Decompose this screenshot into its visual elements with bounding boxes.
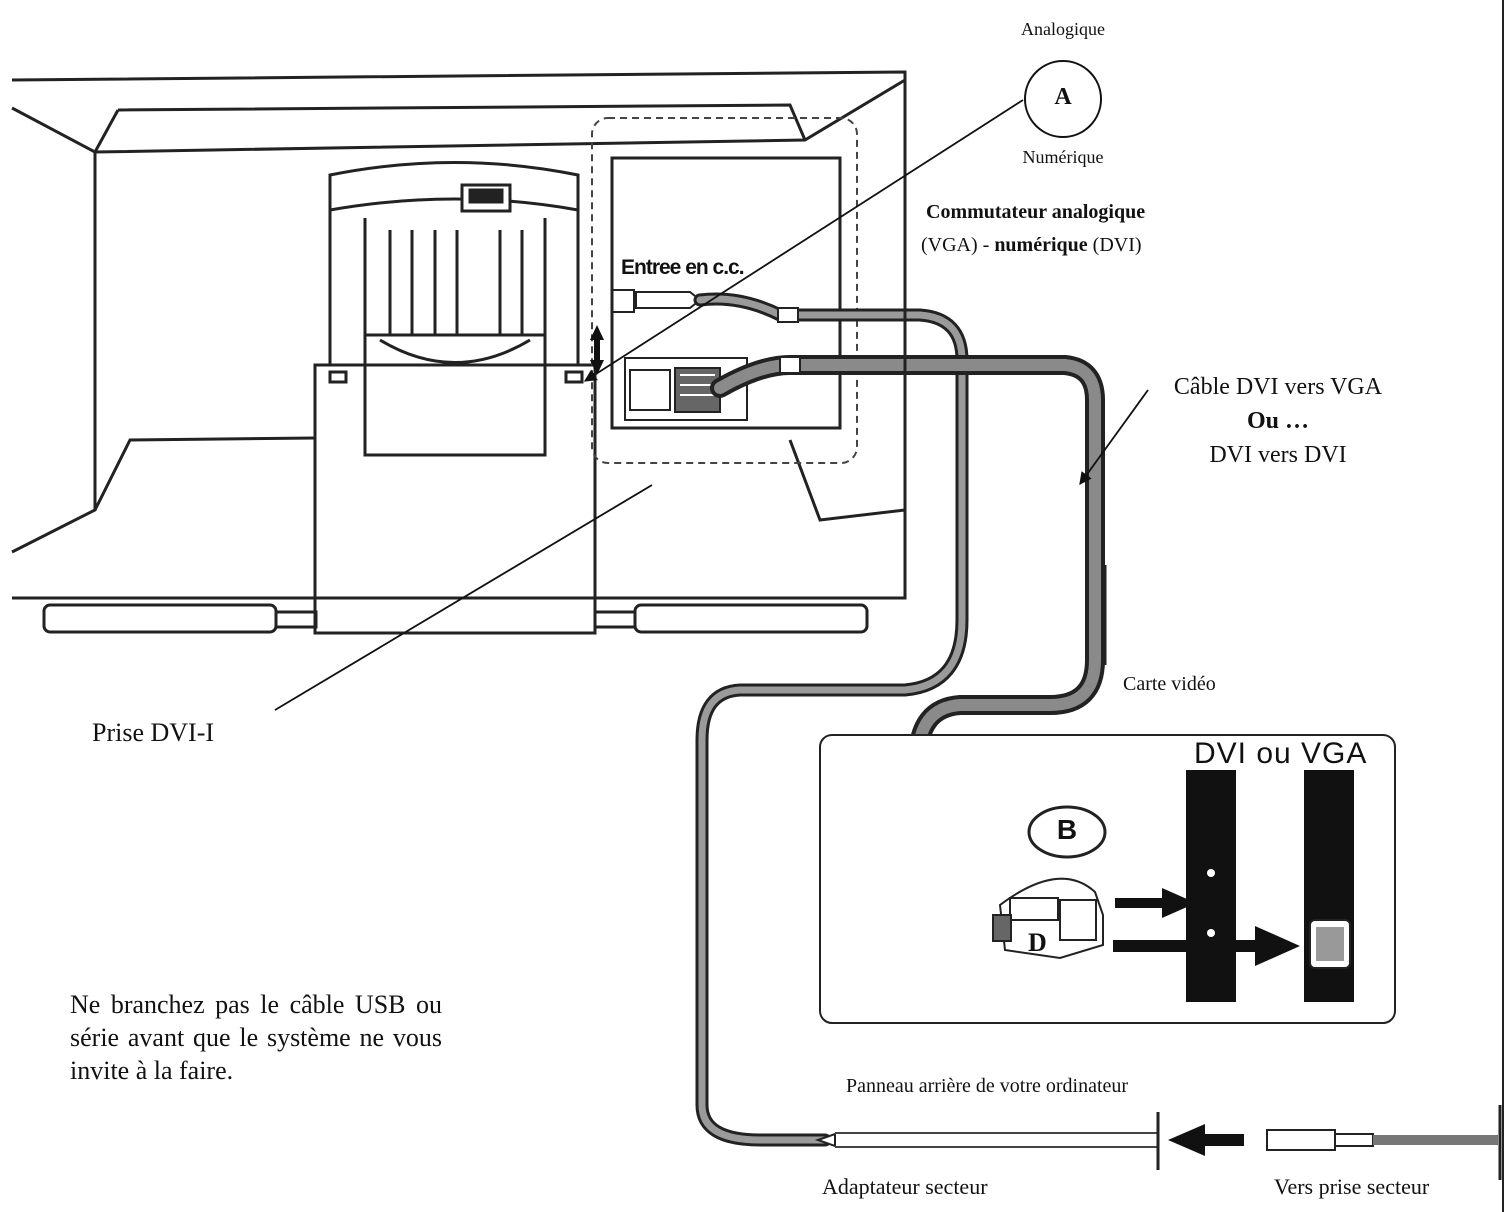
video-card-panel [819, 734, 1396, 1024]
monitor-base [42, 603, 869, 634]
outlet-label: Vers prise secteur [1274, 1174, 1430, 1199]
video-card-arrows [1113, 888, 1300, 966]
cable-type-line-2: Ou … [1246, 408, 1309, 434]
leader-lines [274, 99, 1149, 711]
cable-type-line-3: DVI vers DVI [1209, 442, 1347, 468]
ports-title: DVI ou VGA [1194, 737, 1368, 770]
rear-panel-power [814, 1105, 1502, 1180]
switch-toggle [590, 325, 604, 375]
badge-d-label: D [1028, 928, 1047, 957]
dvi-socket-label: Prise DVI-I [92, 718, 215, 747]
switch-bottom-label: Numérique [1022, 147, 1104, 167]
usb-note: Ne branchez pas le câble USB ou série av… [70, 990, 442, 1085]
video-cable-ferrite [779, 356, 801, 374]
dc-input-label: Entree en c.c. [621, 256, 745, 279]
monitor-stand [313, 161, 597, 635]
dc-cable-ferrite [777, 307, 799, 323]
rear-panel-label: Panneau arrière de votre ordinateur [846, 1075, 1129, 1097]
switch-title: Commutateur analogique [926, 201, 1146, 223]
badge-a-circle [1024, 60, 1102, 138]
video-card-label: Carte vidéo [1123, 673, 1216, 695]
badge-b-label: B [1056, 814, 1078, 845]
cable-type-line-1: Câble DVI vers VGA [1173, 374, 1383, 400]
switch-subtitle: (VGA) - numérique (DVI) [921, 234, 1142, 256]
adapter-label: Adaptateur secteur [822, 1174, 988, 1199]
badge-a-label: A [1054, 84, 1072, 110]
switch-top-label: Analogique [1021, 19, 1105, 39]
